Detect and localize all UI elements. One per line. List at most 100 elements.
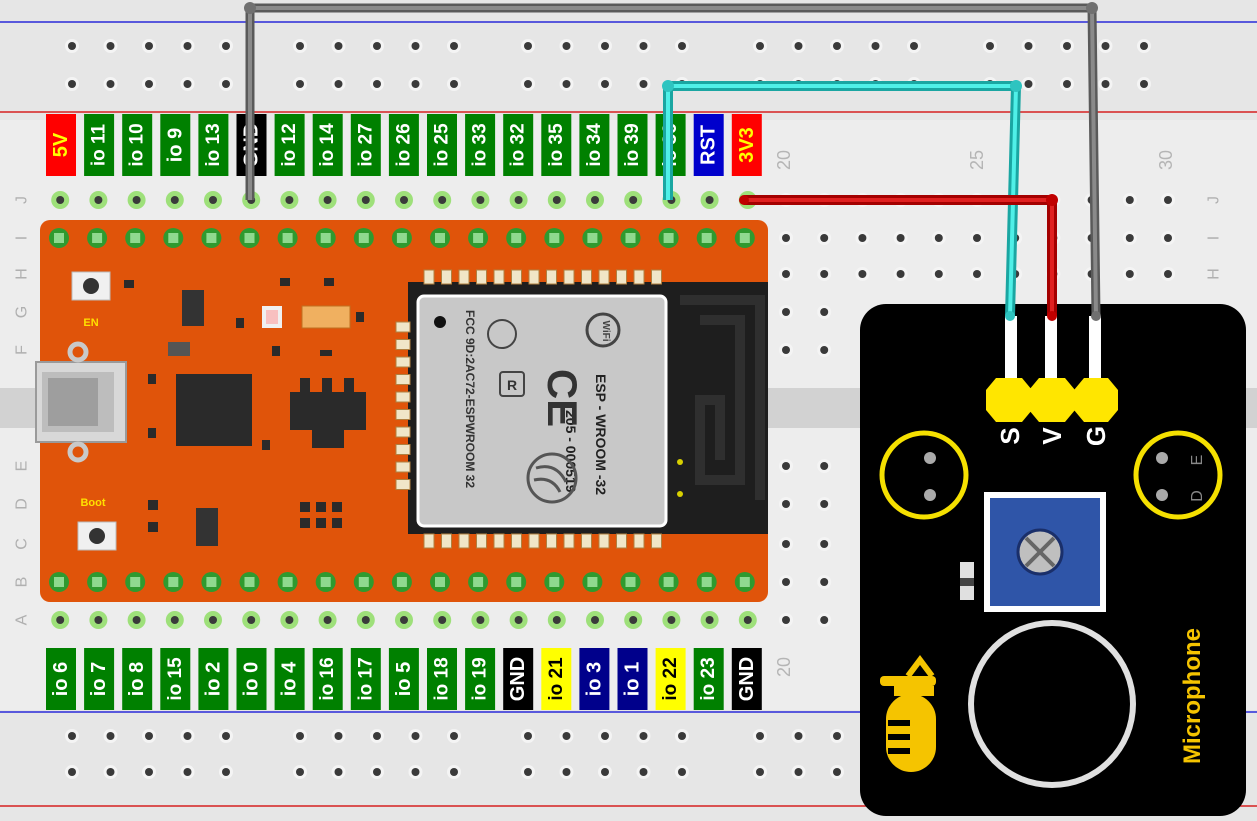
pin-v-header	[1029, 378, 1075, 422]
rail-hole	[222, 768, 230, 776]
rail-hole	[1101, 80, 1110, 88]
svg-text:E: E	[1189, 455, 1206, 466]
rail-hole	[562, 80, 571, 88]
rail-hole	[910, 42, 918, 50]
pin-label-bg	[427, 114, 457, 176]
rail-hole	[833, 732, 841, 740]
module-cert-icon	[487, 319, 517, 349]
breadboard-hole	[438, 616, 447, 624]
rail-hole	[524, 768, 532, 776]
column-number-30: 30	[1156, 150, 1176, 170]
breadboard-hole	[132, 616, 141, 624]
rail-hole	[756, 732, 764, 740]
rail-hole	[183, 42, 192, 50]
rail-hole	[145, 732, 153, 740]
rail-hole	[373, 768, 381, 776]
pin-label-bg	[198, 114, 229, 176]
svg-text:D: D	[1189, 490, 1206, 502]
rail-hole	[1063, 80, 1071, 88]
breadboard-hole	[820, 616, 829, 624]
module-wifi-mark: WiFi	[600, 320, 611, 341]
rail-hole	[222, 42, 230, 50]
breadboard-hole	[934, 270, 943, 278]
rail-hole	[106, 80, 115, 88]
mount-hole-right	[1133, 430, 1223, 520]
row-letter: C	[14, 538, 31, 550]
rail-hole	[106, 42, 115, 50]
pin-label-bg	[617, 114, 648, 176]
smd-capacitor	[301, 305, 351, 329]
rail-hole	[794, 42, 803, 50]
row-letter: A	[14, 614, 31, 625]
microphone-sensor-module: E D Microphone S V G	[860, 304, 1246, 816]
pin-label-bg	[312, 114, 343, 176]
pin-label: io 15	[165, 657, 186, 701]
pin-label: io 12	[279, 123, 300, 166]
pin-g-lead	[1089, 316, 1101, 382]
pin-label-bg	[84, 648, 115, 710]
rail-hole	[833, 42, 841, 50]
rail-hole	[106, 732, 115, 740]
rail-hole	[145, 80, 153, 88]
pin-label: io 19	[470, 657, 491, 700]
pin-label: GND	[507, 657, 529, 701]
rail-hole	[183, 732, 192, 740]
pin-label-bg	[579, 114, 610, 176]
pin-label-bg	[731, 648, 762, 710]
pin-label-bg	[731, 114, 762, 176]
rail-hole	[678, 732, 686, 740]
pin-v-lead	[1045, 316, 1057, 382]
row-letter: J	[1206, 196, 1223, 204]
rail-hole	[334, 42, 343, 50]
rail-hole	[373, 732, 381, 740]
breadboard-hole	[782, 540, 790, 548]
rail-hole	[1024, 80, 1033, 88]
breadboard-hole	[94, 616, 103, 624]
pin-label: io 9	[164, 128, 186, 162]
rail-hole	[639, 768, 648, 776]
boot-button	[89, 528, 105, 544]
breadboard-hole	[1125, 196, 1134, 204]
pin-s-lead	[1005, 316, 1017, 382]
rail-hole	[183, 80, 192, 88]
pin-label: io 26	[393, 123, 414, 166]
pin-label-bg	[617, 648, 648, 710]
breadboard-hole	[973, 234, 981, 242]
rail-hole	[450, 42, 458, 50]
pin-label: io 6	[50, 662, 72, 696]
microphone-icon	[880, 655, 936, 772]
rail-hole	[68, 42, 76, 50]
rail-hole	[222, 80, 230, 88]
breadboard-hole	[782, 234, 790, 242]
breadboard-hole	[170, 196, 179, 204]
row-letter: H	[14, 268, 31, 280]
module-text-model: ESP - WROOM -32	[593, 374, 609, 495]
rail-hole	[639, 732, 648, 740]
breadboard-hole	[285, 616, 294, 624]
module-shield	[416, 294, 668, 528]
rail-hole	[794, 768, 803, 776]
pin-label: io 4	[279, 661, 301, 696]
pin-label-bg	[693, 114, 724, 176]
breadboard-hole	[476, 196, 485, 204]
pin-label: RST	[698, 125, 720, 165]
column-number-25: 25	[967, 150, 987, 170]
pin-label-bg	[274, 114, 305, 176]
breadboard-hole	[56, 196, 65, 204]
breadboard-hole	[361, 616, 370, 624]
rail-hole	[678, 42, 686, 50]
rail-hole	[411, 768, 420, 776]
pin-label: io 16	[317, 657, 338, 700]
breadboard-hole	[896, 270, 905, 278]
pin-label: io 35	[546, 123, 567, 167]
row-letter: D	[14, 498, 31, 510]
rail-hole	[562, 732, 571, 740]
rail-hole	[833, 768, 841, 776]
pin-label-bg	[350, 114, 381, 176]
pin-s-header	[986, 378, 1032, 422]
pin-label: io 11	[89, 123, 110, 166]
rail-hole	[450, 80, 458, 88]
breadboard-hole	[400, 616, 408, 624]
rail-hole	[1024, 42, 1033, 50]
